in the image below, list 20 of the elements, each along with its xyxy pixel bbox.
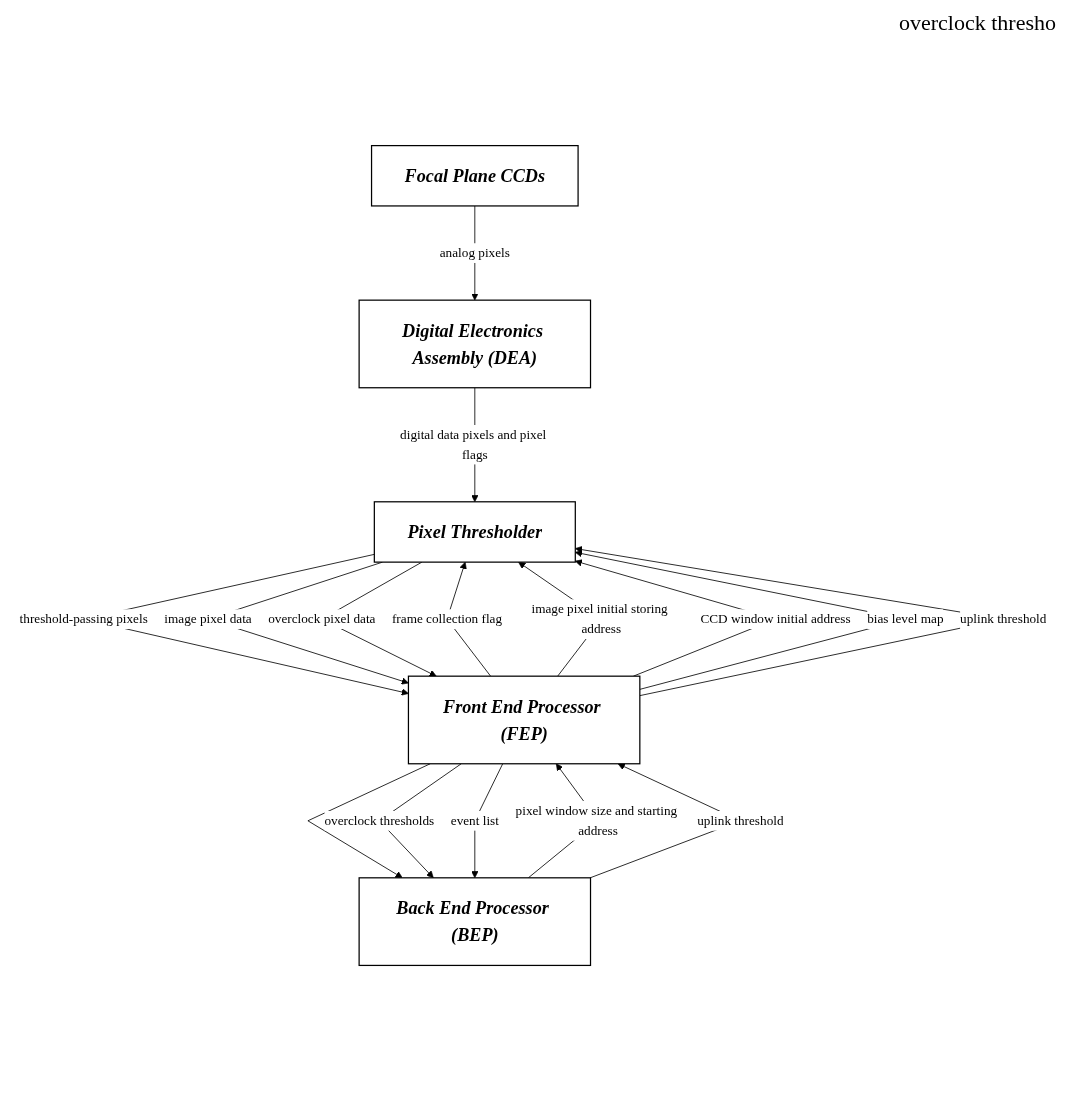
node-box: Front End Processor (FEP)	[407, 676, 641, 765]
edge-label: event list	[450, 813, 499, 828]
node-box: Digital Electronics Assembly (DEA)	[358, 300, 592, 389]
edge-label: uplink threshold	[697, 813, 784, 828]
node-box: Back End Processor (BEP)	[358, 877, 592, 967]
edge-label: overclock pixel data	[268, 612, 376, 627]
node-box: Focal Plane CCDs	[370, 145, 579, 208]
edge-label: analog pixels	[439, 246, 510, 261]
edge-label: overclock thresholds	[324, 813, 435, 828]
edge-label: image pixel data	[164, 612, 252, 627]
edge-label: pixel window size and starting address	[515, 803, 678, 838]
note-text: overclock thresho	[899, 10, 1056, 36]
edge-label: uplink threshold	[960, 612, 1047, 627]
node-box: Pixel Thresholder	[373, 501, 576, 564]
edge-label: image pixel initial storing address	[531, 602, 668, 637]
edge-label: digital data pixels and pixel flags	[400, 427, 547, 462]
edge-label: threshold-passing pixels	[19, 612, 148, 627]
edge-label: bias level map	[867, 612, 944, 627]
edge-label: frame collection flag	[391, 612, 503, 627]
edge-label: CCD window initial address	[700, 612, 851, 627]
